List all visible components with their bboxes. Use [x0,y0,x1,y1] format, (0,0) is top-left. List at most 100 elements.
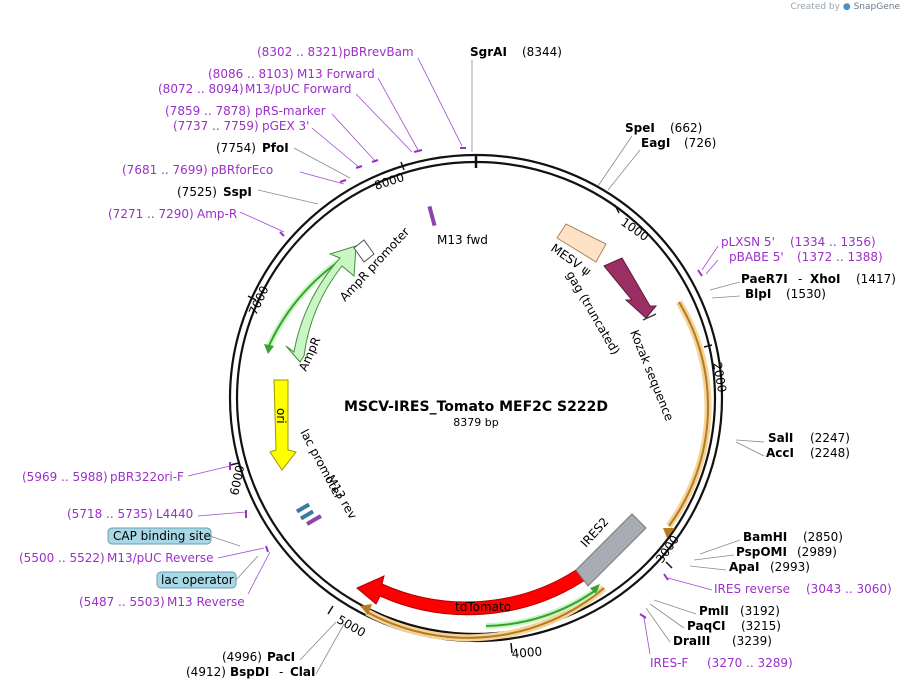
enzyme-acci: AccI [766,446,794,460]
enzyme-pfoi: PfoI [262,141,289,155]
ring-tick-4000: 4000 [511,644,543,661]
enzyme-pspomi-pos: (2989) [797,545,837,559]
primer-pbrforeco-range: (7681 .. 7699) [122,163,208,177]
m13-fwd-feature [427,205,437,227]
primer-prs-marker-range: (7859 .. 7878) [165,104,251,118]
ires2-feature [575,513,647,587]
primer-l4440-range: (5718 .. 5735) [67,507,153,521]
orf-green-left-arrowhead [264,344,274,354]
primer-pgex3-range: (7737 .. 7759) [173,119,259,133]
primer-m13-forward-range: (8086 .. 8103) [208,67,294,81]
primer-m13-puc-forward-range: (8072 .. 8094) [158,82,244,96]
enzyme-clai: ClaI [290,665,315,679]
primer-pbabe5-range: (1372 .. 1388) [797,250,883,264]
primer-m13-reverse: M13 Reverse [167,595,245,609]
mesv-feature [556,223,607,263]
snapgene-credit: Created by ● SnapGene [790,2,900,12]
enzyme-sgrai-pos: (8344) [522,45,562,59]
ring-tick-6000: 6000 [227,464,247,497]
m13-rev-label: M13 rev [323,473,359,522]
primer-pbrrevbam: pBRrevBam [343,45,414,59]
primer-amp-r-range: (7271 .. 7290) [108,207,194,221]
primer-ticks [229,147,703,619]
enzyme-eagi-pos: (726) [684,136,716,150]
primer-ires-reverse: IRES reverse [714,582,790,596]
enzyme-bspdi-sep: - [279,665,283,679]
m13-rev-feature [306,514,322,526]
enzyme-draiii: DraIII [673,634,710,648]
enzyme-paqci: PaqCI [687,619,725,633]
orf-arc-right-line [668,301,709,527]
ring-tick-2000: 2000 [710,361,729,394]
m13-fwd-label: M13 fwd [437,233,488,247]
orf-green-bottom-line [485,589,597,627]
enzyme-sgrai: SgrAI [470,45,507,59]
ring-tick-8000: 8000 [373,170,406,193]
primer-plxsn5: pLXSN 5' [721,235,775,249]
ori-feature [269,379,297,471]
ori-label: ori [274,408,288,424]
gag-feature [603,257,658,319]
primer-amp-r: Amp-R [197,207,237,221]
primer-ires-f: IRES-F [650,656,688,670]
enzyme-bamhi: BamHI [743,530,787,544]
enzyme-acci-pos: (2248) [810,446,850,460]
primer-m13-puc-reverse-range: (5500 .. 5522) [19,551,105,565]
enzyme-spei: SpeI [625,121,655,135]
orf-arc-right-arrowhead [663,528,675,538]
enzyme-bamhi-pos: (2850) [803,530,843,544]
enzyme-leaders [257,60,765,675]
scale-ticks [229,161,713,654]
orf-arc-bottom-arrowhead [360,604,372,615]
enzyme-paer7i-sep: - [798,272,802,286]
lac-operator-label: lac operator [161,573,234,587]
primer-m13-puc-forward: M13/pUC Forward [245,82,352,96]
credit-brand: SnapGene [853,2,900,12]
enzyme-apai: ApaI [729,560,759,574]
primer-m13-puc-reverse: M13/pUC Reverse [107,551,214,565]
lac-operator-box [156,571,237,589]
ring-tick-5000: 5000 [335,612,368,639]
ring-tick-1000: 1000 [618,215,651,244]
enzyme-eagi: EagI [641,136,670,150]
primer-pbr322ori-f: pBR322ori-F [110,470,184,484]
primer-plxsn5-range: (1334 .. 1356) [790,235,876,249]
ampr-promoter-feature [353,239,375,263]
enzyme-apai-pos: (2993) [770,560,810,574]
enzyme-sspi-pos: (7525) [177,185,217,199]
enzyme-blpi: BlpI [745,287,771,301]
enzyme-paer7i: PaeR7I [741,272,788,286]
primer-prs-marker: pRS-marker [255,104,326,118]
primer-m13-reverse-range: (5487 .. 5503) [79,595,165,609]
enzyme-pspomi: PspOMI [736,545,787,559]
primer-l4440: L4440 [156,507,193,521]
cap-binding-site-box [107,527,212,545]
enzyme-draiii-pos: (3239) [732,634,772,648]
primer-pbr322ori-f-range: (5969 .. 5988) [22,470,108,484]
enzyme-blpi-pos: (1530) [786,287,826,301]
enzyme-paci: PacI [267,650,295,664]
snapgene-logo-icon: ● [842,2,851,12]
enzyme-pmli-pos: (3192) [740,604,780,618]
enzyme-xhoi: XhoI [810,272,841,286]
plasmid-name: MSCV-IRES_Tomato MEF2C S222D [344,399,608,415]
primer-pgex3: pGEX 3' [262,119,309,133]
orf-arc-bottom-line [366,587,605,639]
enzyme-sspi: SspI [223,185,252,199]
primer-pbrrevbam-range: (8302 .. 8321) [257,45,343,59]
cap-binding-site-label: CAP binding site [113,529,211,543]
enzyme-sali-pos: (2247) [810,431,850,445]
kozak-feature [642,313,657,321]
enzyme-sali: SalI [768,431,793,445]
tdtomato-feature [356,569,604,616]
orf-green-left-line [267,261,339,349]
enzyme-pfoi-pos: (7754) [216,141,256,155]
lac-promoter-feature [295,502,311,514]
enzyme-paqci-pos: (3215) [741,619,781,633]
primer-m13-forward: M13 Forward [297,67,375,81]
primer-leaders [187,57,719,655]
plasmid-size: 8379 bp [453,416,498,429]
enzyme-spei-pos: (662) [670,121,702,135]
